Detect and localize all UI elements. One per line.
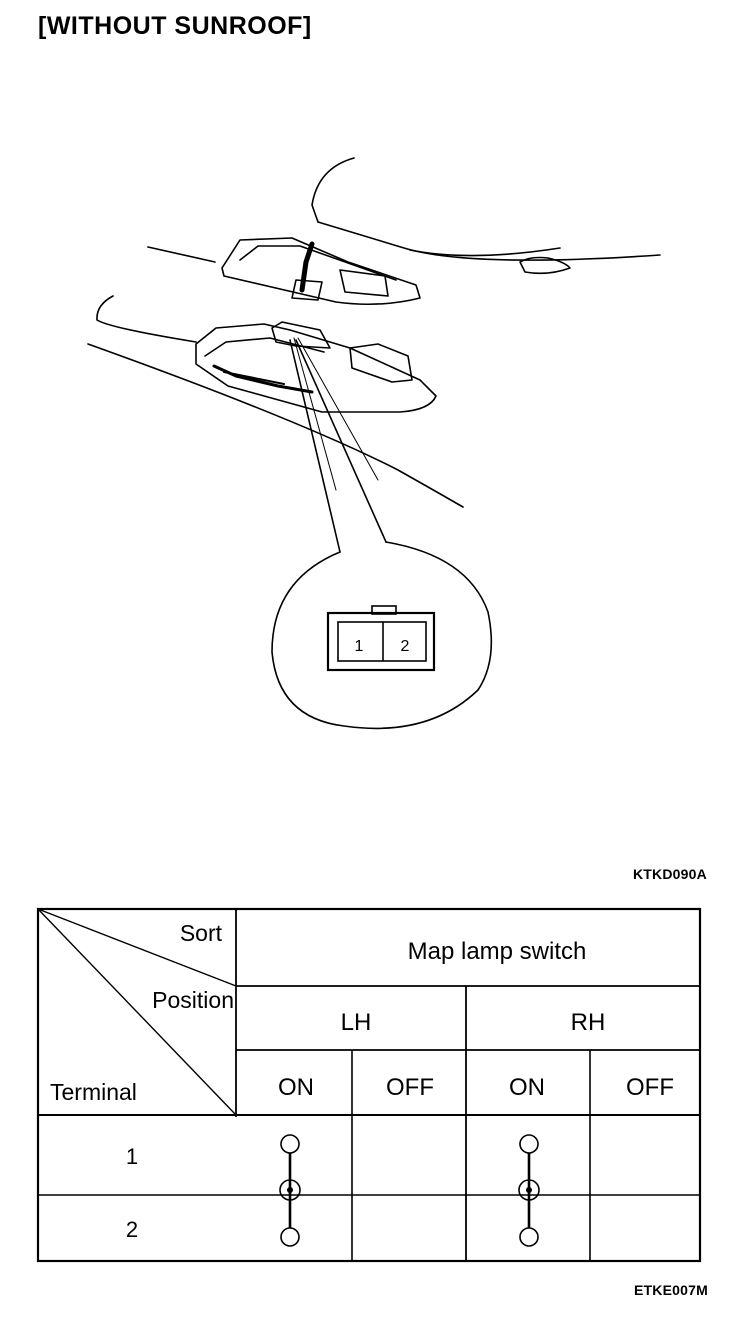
corner-diagonal-1 <box>37 908 237 987</box>
connector-pin-2: 2 <box>401 638 410 655</box>
corner-sort-label: Sort <box>180 920 223 946</box>
corner-position-label: Position <box>152 987 234 1013</box>
connector-pin-1: 1 <box>355 638 364 655</box>
continuity-junction <box>518 1179 540 1201</box>
group-rh-header: RH <box>571 1009 606 1036</box>
page-title: [WITHOUT SUNROOF] <box>38 12 312 40</box>
table-title: Map lamp switch <box>408 938 587 965</box>
table-border <box>36 907 702 1263</box>
rh-off-header: OFF <box>626 1074 674 1101</box>
figure-code-top: KTKD090A <box>633 866 707 882</box>
continuity-node-terminal-2 <box>519 1227 539 1247</box>
rh-on-header: ON <box>509 1074 545 1101</box>
continuity-junction <box>279 1179 301 1201</box>
continuity-node-terminal-1 <box>519 1134 539 1154</box>
lh-on-header: ON <box>278 1074 314 1101</box>
corner-terminal-label: Terminal <box>50 1079 137 1105</box>
terminal-row-2-label: 2 <box>126 1217 138 1242</box>
lh-off-header: OFF <box>386 1074 434 1101</box>
switch-table <box>36 907 702 1263</box>
continuity-node-terminal-2 <box>280 1227 300 1247</box>
figure-code-bottom: ETKE007M <box>634 1282 708 1298</box>
terminal-row-1-label: 1 <box>126 1144 138 1169</box>
continuity-rh-on <box>518 1134 540 1247</box>
continuity-lh-on <box>279 1134 301 1247</box>
overhead-console-drawing <box>87 157 661 730</box>
connector-face <box>326 605 436 672</box>
continuity-node-terminal-1 <box>280 1134 300 1154</box>
corner-diagonal-2 <box>37 908 237 1116</box>
group-lh-header: LH <box>341 1009 372 1036</box>
